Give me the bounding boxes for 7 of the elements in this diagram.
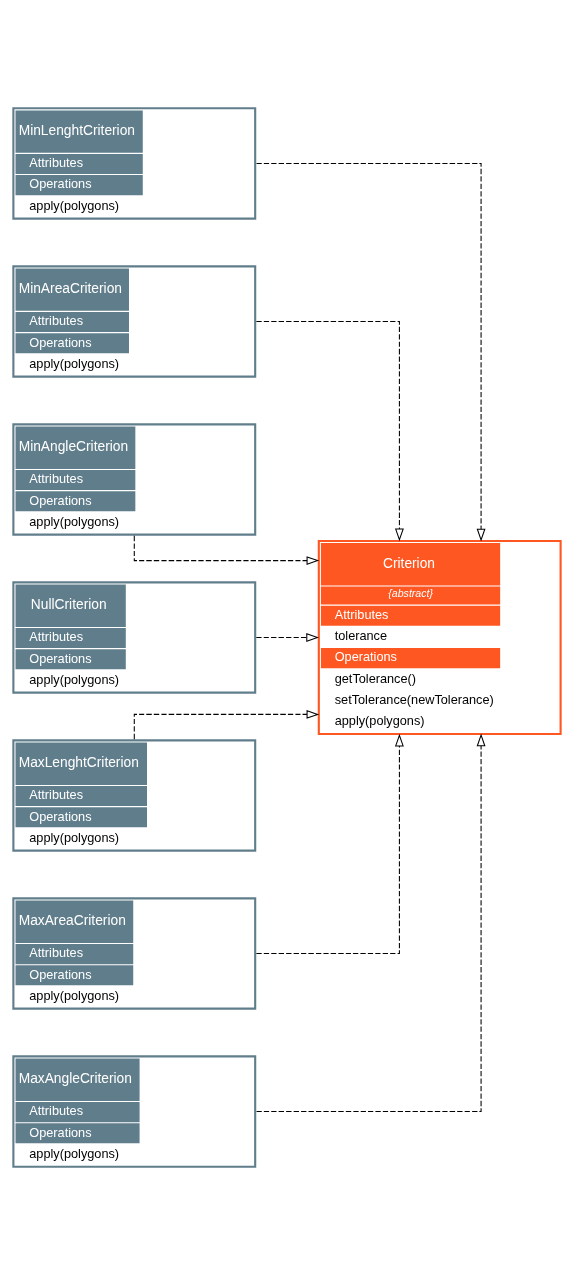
arrow [256,733,486,1113]
arrow [255,320,404,542]
arrow [256,162,486,542]
arrow [133,535,320,566]
arrow [255,733,404,955]
arrow [255,633,319,642]
arrow [133,709,320,740]
